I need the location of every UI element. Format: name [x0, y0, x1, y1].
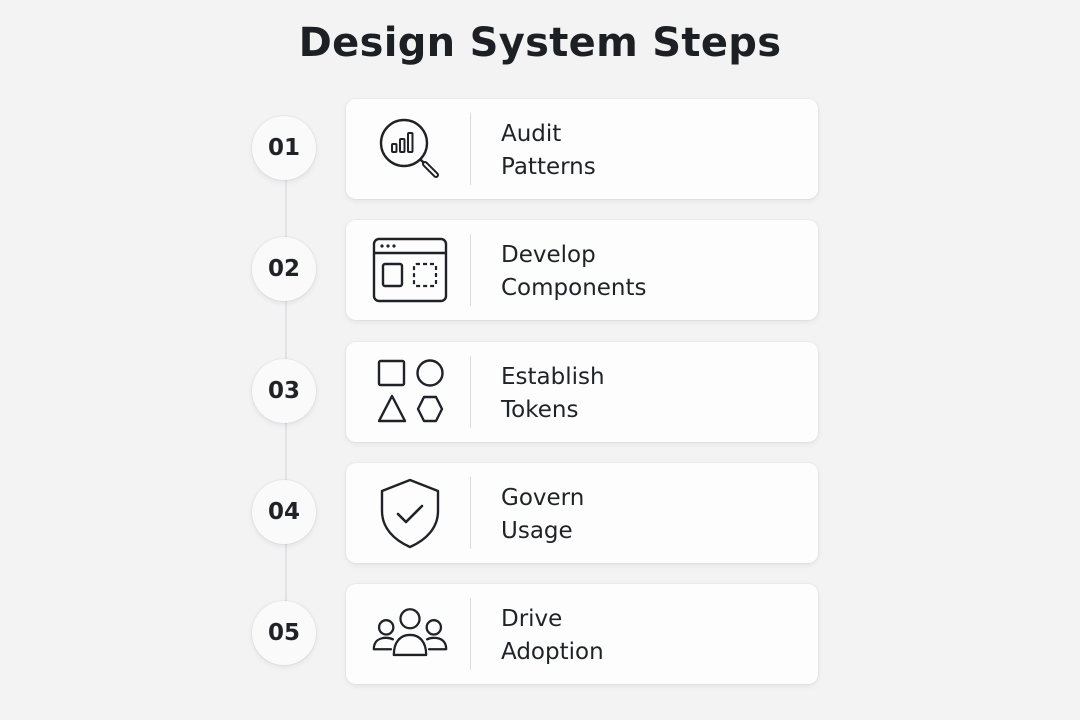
magnifier-bar-chart-icon	[370, 113, 450, 185]
step-label-line2: Components	[501, 275, 647, 301]
step-number-badge: 01	[252, 116, 316, 180]
shield-check-icon	[370, 477, 450, 549]
card-divider	[470, 477, 471, 549]
step-label-line2: Tokens	[501, 397, 579, 423]
step-label-line1: Govern	[501, 485, 585, 511]
step-card: Develop Components	[346, 220, 818, 320]
browser-window-components-icon	[370, 234, 450, 306]
users-group-icon	[370, 598, 450, 670]
step-label-line1: Develop	[501, 242, 596, 268]
step-label-line2: Patterns	[501, 154, 596, 180]
card-divider	[470, 356, 471, 428]
step-establish-tokens: 03 Establish Tokens	[0, 342, 1080, 444]
step-label-line2: Usage	[501, 518, 573, 544]
card-divider	[470, 598, 471, 670]
card-divider	[470, 113, 471, 185]
step-label: Establish Tokens	[501, 361, 801, 427]
step-card: Drive Adoption	[346, 584, 818, 684]
step-label-line1: Drive	[501, 606, 563, 632]
step-label-line1: Audit	[501, 121, 562, 147]
step-number-badge: 02	[252, 237, 316, 301]
step-drive-adoption: 05 Drive Adoption	[0, 584, 1080, 686]
page-title: Design System Steps	[298, 20, 782, 66]
step-develop-components: 02 Develop Components	[0, 220, 1080, 322]
step-label-line1: Establish	[501, 364, 605, 390]
step-card: Audit Patterns	[346, 99, 818, 199]
step-number-badge: 03	[252, 359, 316, 423]
step-number-badge: 05	[252, 601, 316, 665]
step-label: Govern Usage	[501, 482, 801, 548]
step-number-badge: 04	[252, 480, 316, 544]
step-card: Govern Usage	[346, 463, 818, 563]
step-label: Develop Components	[501, 239, 801, 305]
shapes-icon	[370, 356, 450, 428]
step-label: Audit Patterns	[501, 118, 801, 184]
step-audit-patterns: 01 Audit Patterns	[0, 99, 1080, 201]
step-card: Establish Tokens	[346, 342, 818, 442]
step-label: Drive Adoption	[501, 603, 801, 669]
card-divider	[470, 234, 471, 306]
step-govern-usage: 04 Govern Usage	[0, 463, 1080, 565]
step-label-line2: Adoption	[501, 639, 604, 665]
